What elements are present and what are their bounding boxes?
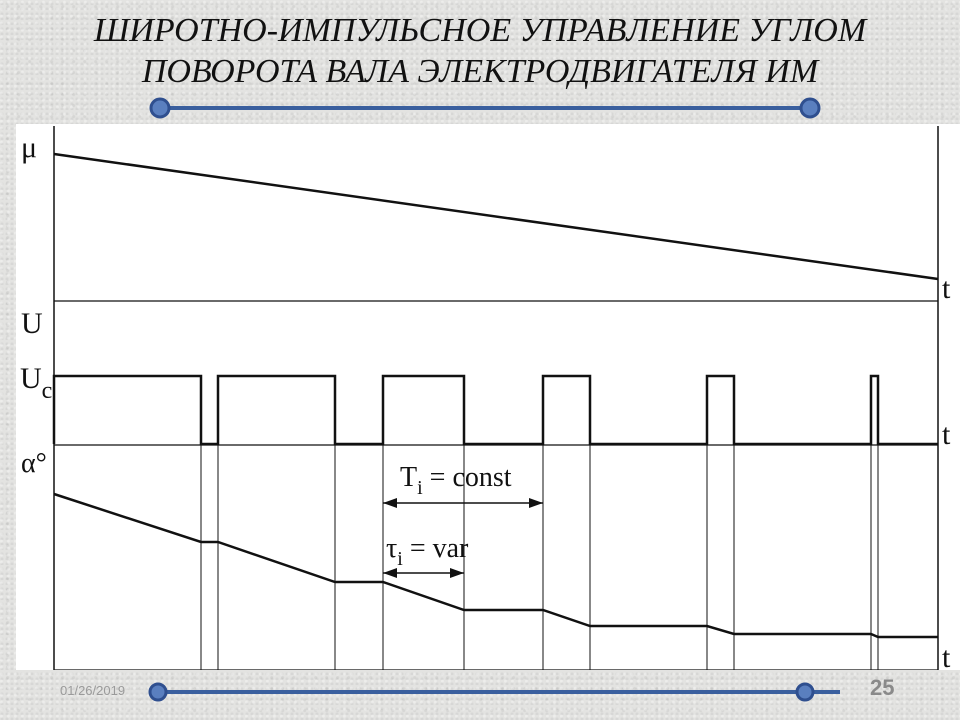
- uc-axis-label-main: U: [20, 362, 42, 395]
- slide-title-line-1: ШИРОТНО-ИМПУЛЬСНОЕ УПРАВЛЕНИЕ УГЛОМ: [93, 12, 867, 49]
- width-label-value: = var: [403, 533, 469, 564]
- period-label-sub: i: [417, 477, 423, 499]
- width-arrow-left-icon: [383, 568, 397, 578]
- uc-axis-label-sub: c: [42, 378, 53, 404]
- slide-title: ШИРОТНО-ИМПУЛЬСНОЕ УПРАВЛЕНИЕ УГЛОМ ПОВО…: [30, 10, 930, 92]
- width-label: τi = var: [386, 533, 469, 570]
- alpha-axis-label: α°: [21, 448, 47, 479]
- period-label-main: T: [400, 462, 417, 493]
- width-label-main: τ: [386, 533, 397, 564]
- period-arrow-left-icon: [383, 498, 397, 508]
- pulse-train-waveform: [52, 374, 938, 446]
- divider-knob-left-icon: [149, 97, 171, 119]
- t-axis-label-alpha: t: [942, 641, 951, 670]
- uc-axis-label: Uc: [20, 362, 52, 404]
- divider-knob-left-icon: [148, 682, 168, 702]
- width-label-sub: i: [397, 548, 403, 570]
- pulse-edge-guides: [200, 444, 879, 670]
- width-arrow-right-icon: [450, 568, 464, 578]
- slide-page-number: 25: [870, 675, 895, 700]
- slide-date: 01/26/2019: [60, 683, 126, 698]
- divider-knob-right-icon: [799, 97, 821, 119]
- mu-axis-label: μ: [21, 131, 37, 164]
- pwm-timing-diagram: μ t U Uc t α° t Ti = const τi = var: [16, 124, 960, 670]
- bottom-divider-rule: [148, 682, 840, 702]
- period-label: Ti = const: [400, 462, 512, 499]
- divider-knob-right-icon: [795, 682, 815, 702]
- t-axis-label-mu: t: [942, 272, 951, 305]
- u-axis-label: U: [21, 307, 43, 340]
- t-axis-label-u: t: [942, 418, 951, 451]
- timing-diagram-svg: μ t U Uc t α° t Ti = const τi = var: [20, 126, 951, 670]
- period-arrow-right-icon: [529, 498, 543, 508]
- slide-title-line-2: ПОВОРОТА ВАЛА ЭЛЕКТРОДВИГАТЕЛЯ ИМ: [141, 53, 819, 90]
- mu-ramp-line: [53, 152, 939, 281]
- top-divider-rule: [149, 97, 821, 119]
- period-label-value: = const: [423, 462, 512, 493]
- alpha-angle-curve: [53, 492, 938, 639]
